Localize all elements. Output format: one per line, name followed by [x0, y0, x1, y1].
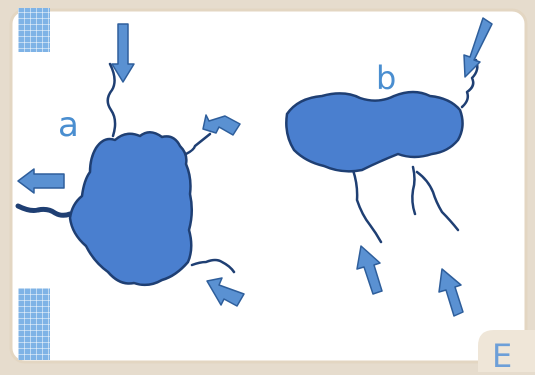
label-b: b [376, 62, 396, 94]
label-a: a [58, 108, 79, 142]
corner-label: E [492, 340, 512, 372]
grid-tile-icon [18, 288, 50, 360]
grid-tile-icon [18, 8, 50, 52]
